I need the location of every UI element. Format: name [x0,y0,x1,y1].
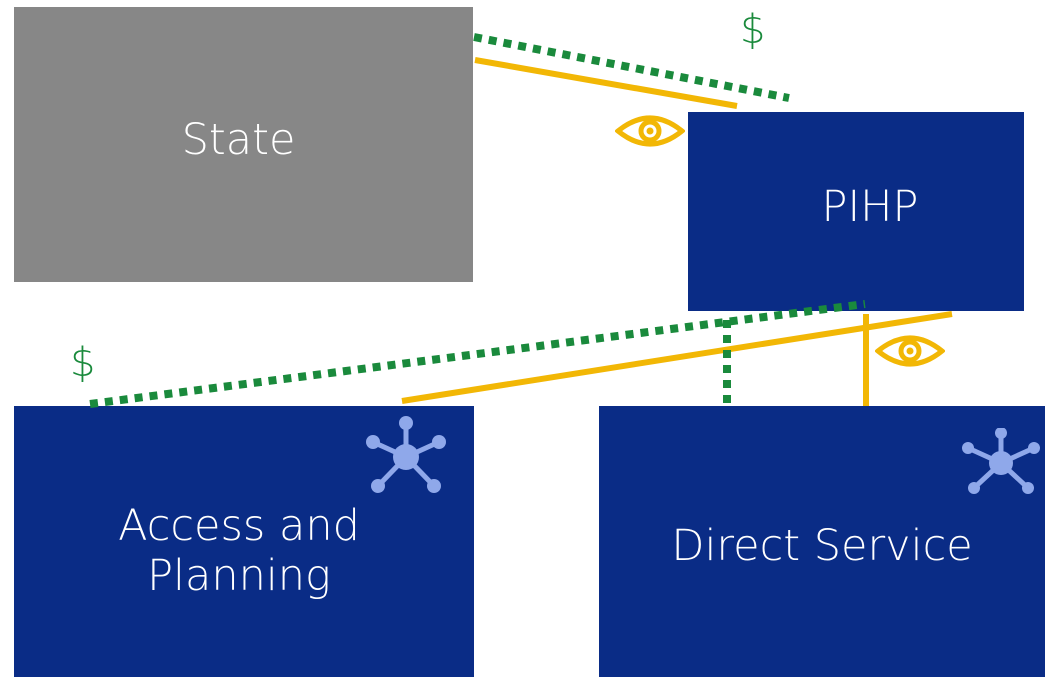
network-icon [366,416,446,493]
pihp-access-money-line [89,300,866,408]
state-box: State [14,7,473,282]
dollar-sign-top: $ [740,7,766,53]
direct-service-label: Direct Service [671,520,973,571]
state-pihp-oversight-line [474,57,738,109]
pihp-access-oversight-line [401,311,953,404]
eye-icon [615,115,685,147]
state-label: State [181,114,296,165]
dollar-sign-left: $ [70,340,96,386]
pihp-label: PIHP [821,181,919,232]
direct-service-box: Direct Service [599,406,1045,677]
pihp-box: PIHP [688,112,1024,311]
network-icon [962,428,1040,494]
access-planning-label: Access and Planning [118,501,360,601]
eye-icon [875,335,945,367]
